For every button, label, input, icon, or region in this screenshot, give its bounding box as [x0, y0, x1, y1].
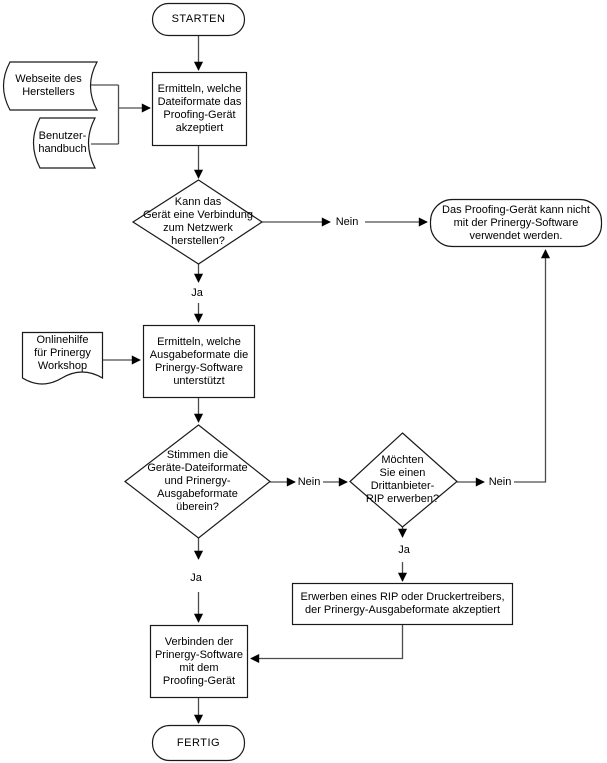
- edge-label-network-nein: Nein: [333, 216, 361, 228]
- terminator-cannot-use-shape: [429, 198, 603, 248]
- stored-data-handbook-shape: [32, 117, 96, 169]
- process-connect-shape: [149, 624, 249, 699]
- terminator-end-shape: [151, 724, 246, 762]
- document-onlinehelp-shape: [21, 331, 104, 385]
- edge-label-rip-nein: Nein: [486, 476, 514, 488]
- decision-match-shape: [124, 424, 271, 539]
- edge-acquire-to-connect: [250, 625, 404, 664]
- stored-data-website-shape: [2, 61, 99, 111]
- process-determine-file-shape: [151, 71, 248, 147]
- process-acquire-rip-shape: [291, 582, 514, 626]
- edge-label-rip-ja: Ja: [396, 544, 412, 556]
- decision-rip-shape: [349, 432, 458, 528]
- edge-label-network-ja: Ja: [189, 287, 205, 299]
- edge-label-match-ja: Ja: [188, 572, 204, 584]
- terminator-start-shape: [151, 2, 246, 37]
- process-determine-output-shape: [142, 324, 256, 399]
- edge-rip-nein-b: [514, 249, 551, 483]
- edge-label-match-nein: Nein: [295, 476, 323, 488]
- decision-network-shape: [131, 179, 264, 265]
